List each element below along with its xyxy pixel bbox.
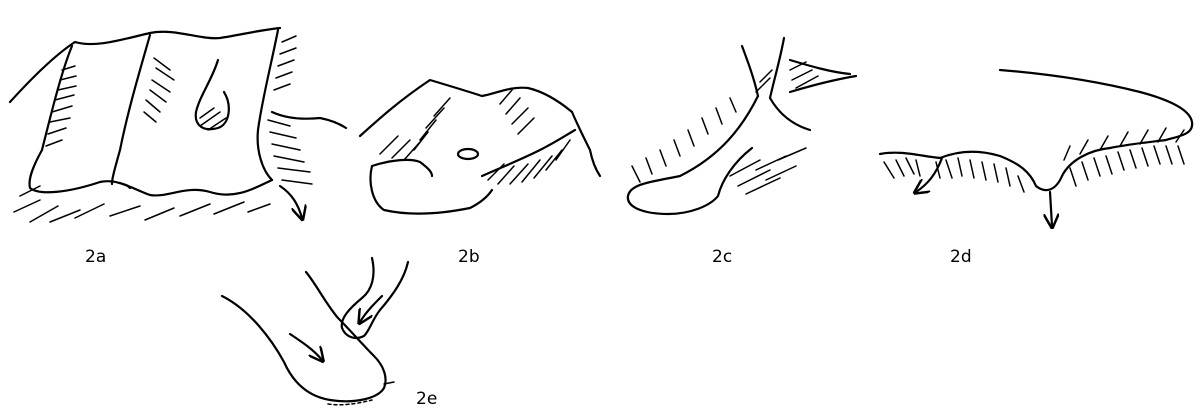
panel-2a-sketch: [10, 28, 346, 222]
panel-2b-sketch: [360, 80, 600, 214]
panel-2e-sketch: [222, 258, 408, 405]
label-2d: 2d: [950, 247, 972, 267]
panel-2d-sketch: [880, 70, 1192, 226]
label-2c: 2c: [712, 247, 732, 267]
label-2e: 2e: [416, 389, 437, 409]
label-2a: 2a: [85, 247, 106, 267]
label-2b: 2b: [458, 247, 480, 267]
panel-2c-sketch: [628, 38, 856, 214]
